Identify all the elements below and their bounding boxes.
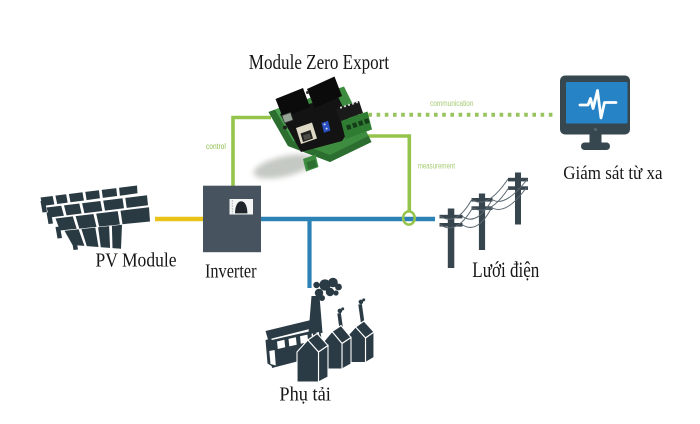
svg-text:PV Module: PV Module [96,249,177,271]
svg-text:measurement: measurement [418,161,456,170]
svg-text:Module Zero Export: Module Zero Export [249,50,389,74]
svg-text:Lưới điện: Lưới điện [472,257,539,282]
svg-text:control: control [206,142,226,151]
svg-text:Giám sát từ xa: Giám sát từ xa [563,164,662,184]
svg-text:Inverter: Inverter [205,260,257,282]
svg-text:communication: communication [430,99,474,108]
svg-text:Phụ tải: Phụ tải [279,383,331,405]
